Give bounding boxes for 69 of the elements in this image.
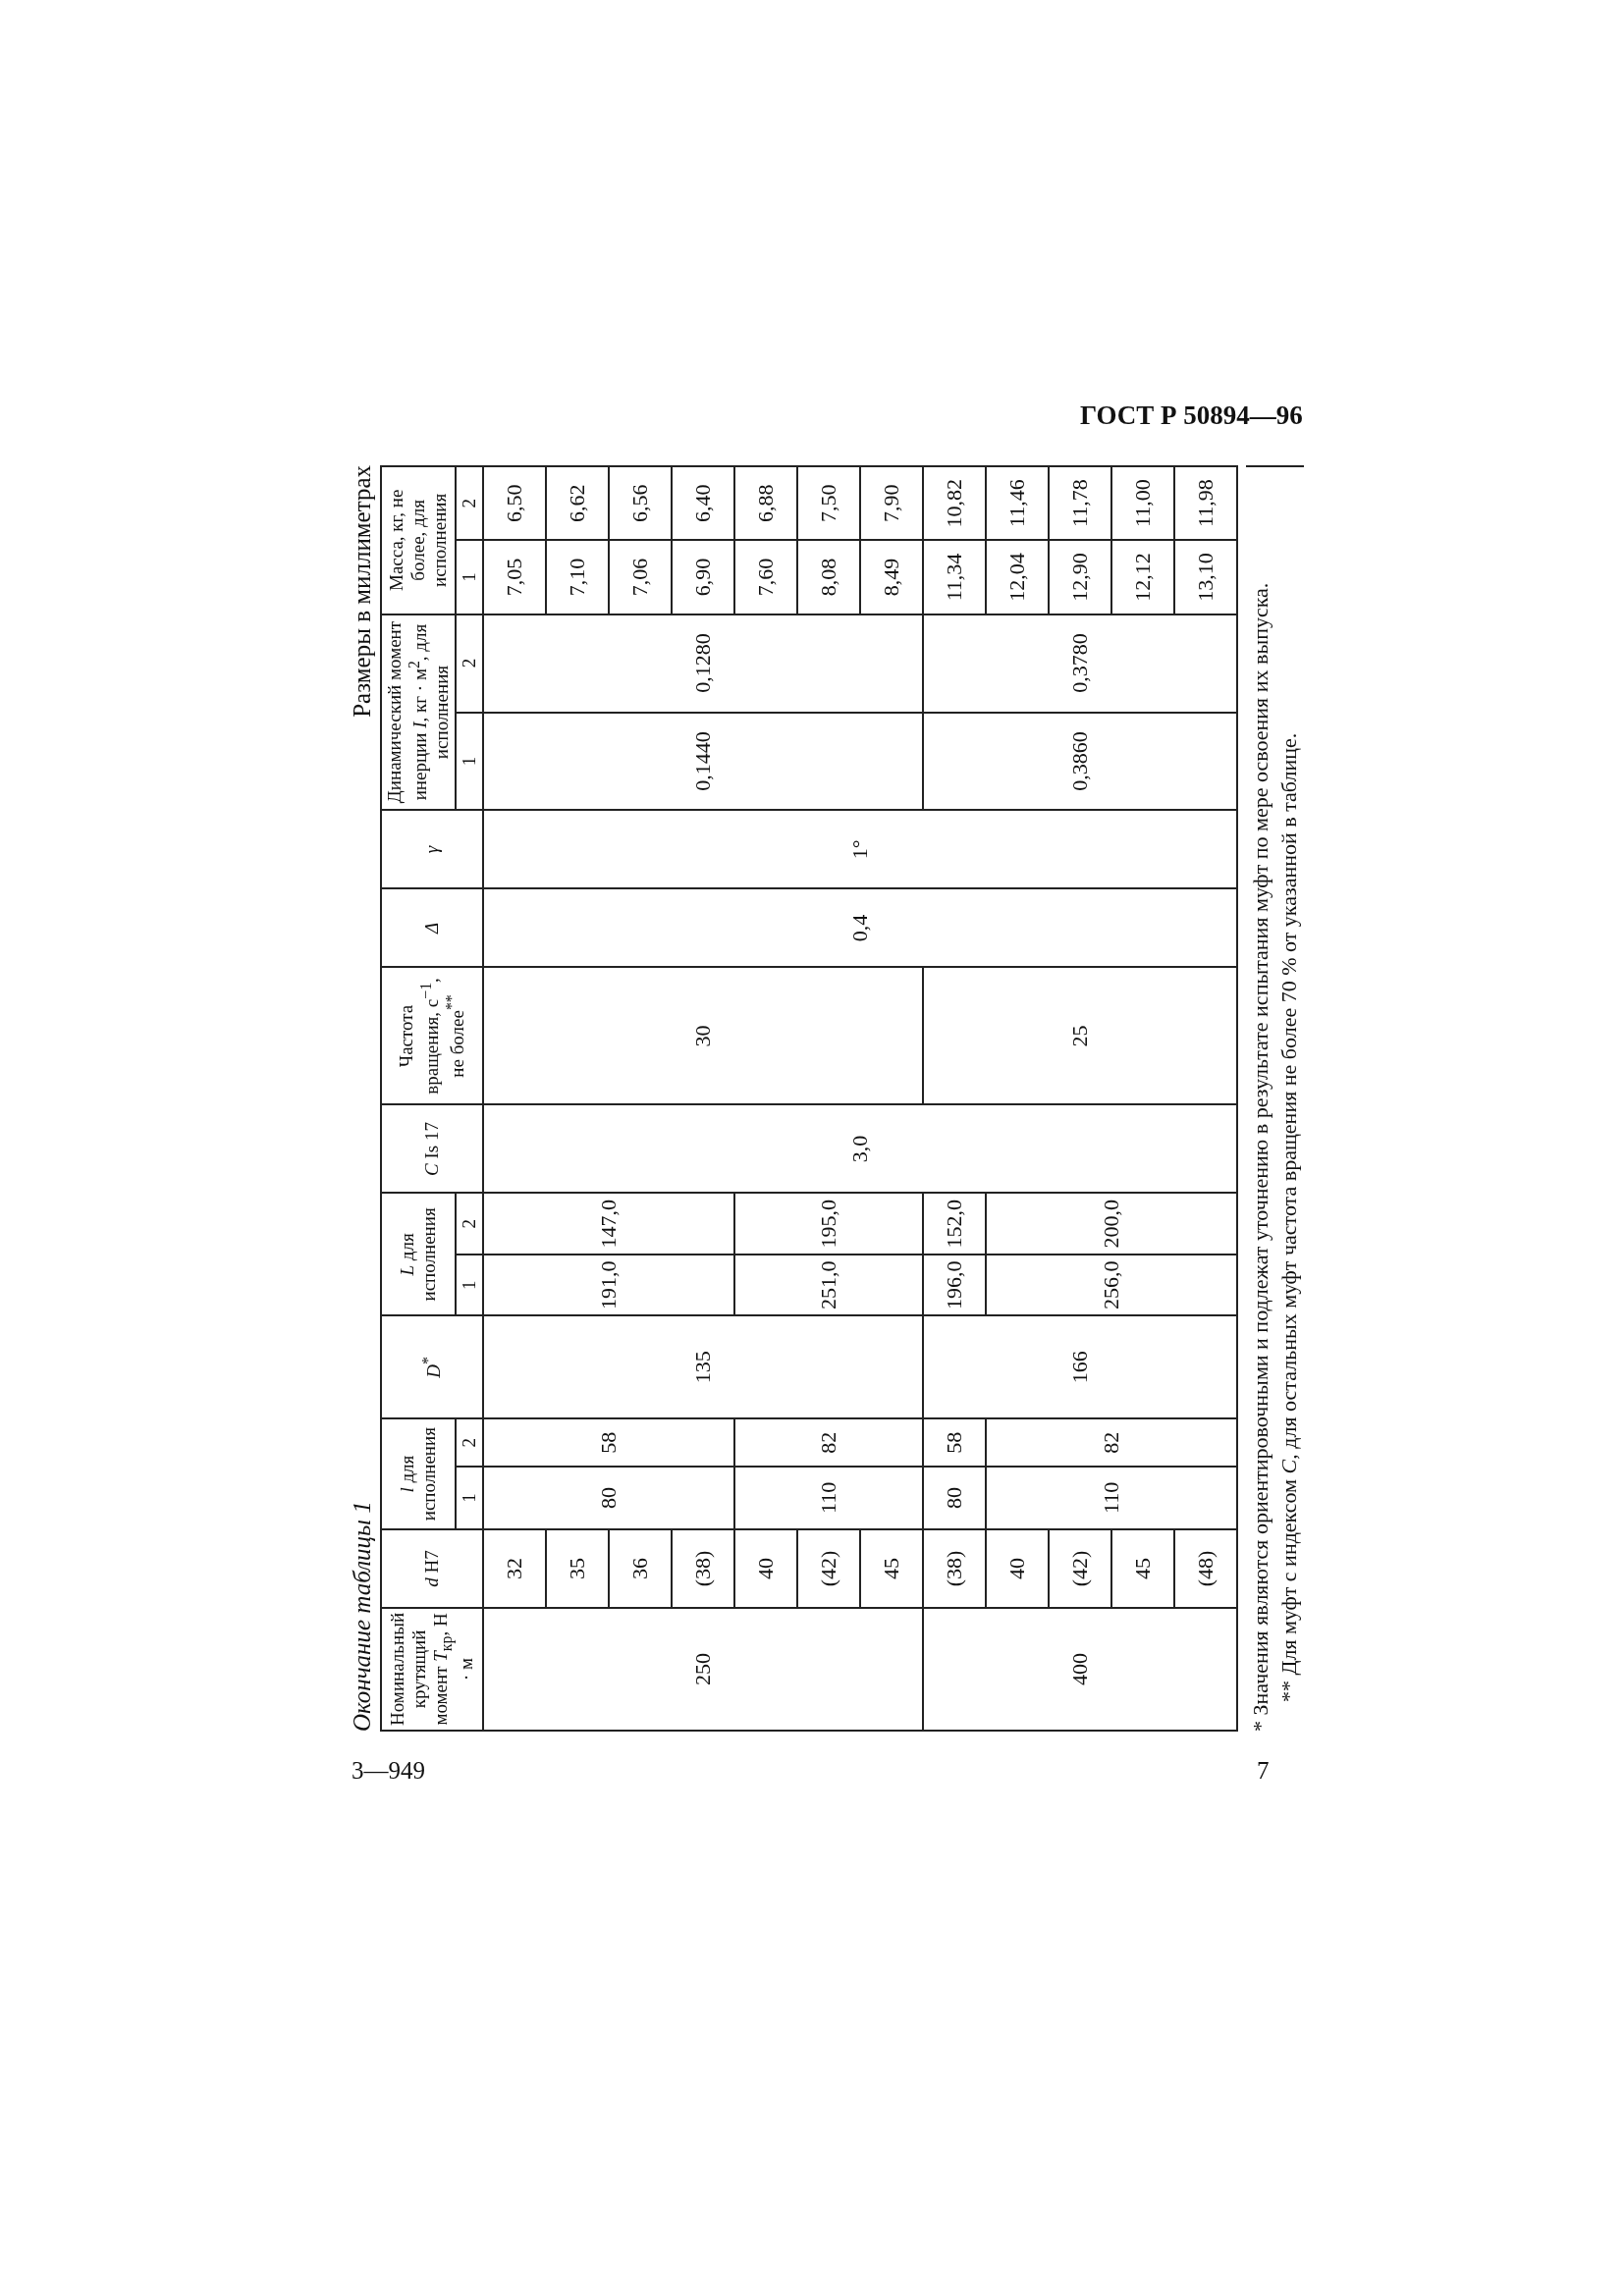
table-value: 11,98 bbox=[1173, 466, 1237, 541]
table-value: 0,4 bbox=[482, 888, 1237, 968]
footnote: * Значения являются ориентировочными и подлежат уточнению в результате испытания муфт по мере освоения их выпуска. bbox=[1246, 581, 1273, 1732]
table-value: 58 bbox=[482, 1418, 734, 1467]
table-value: 10,82 bbox=[922, 466, 986, 541]
column-header: 1 bbox=[455, 1466, 483, 1529]
table-value: 7,06 bbox=[608, 540, 672, 614]
column-header: 2 bbox=[455, 466, 483, 541]
table-value: 30 bbox=[482, 967, 923, 1105]
column-header: 1 bbox=[455, 540, 483, 614]
table-value: 7,60 bbox=[733, 540, 797, 614]
column-header: 1 bbox=[455, 1254, 483, 1316]
column-header: Масса, кг, не более, для исполнения bbox=[381, 466, 456, 614]
table-value: 166 bbox=[922, 1315, 1237, 1419]
table-value: 11,00 bbox=[1110, 466, 1174, 541]
table-value: 7,05 bbox=[482, 540, 546, 614]
table-value: 13,10 bbox=[1173, 540, 1237, 614]
column-header: 1 bbox=[455, 712, 483, 811]
table-value: 6,40 bbox=[671, 466, 734, 541]
table-value: 196,0 bbox=[922, 1254, 986, 1316]
page-number: 7 bbox=[1257, 1757, 1270, 1785]
table-value: 0,1440 bbox=[482, 712, 923, 811]
table-value: 400 bbox=[922, 1607, 1237, 1731]
table-value: 80 bbox=[922, 1466, 986, 1529]
table-value: 6,88 bbox=[733, 466, 797, 541]
table-value: 12,04 bbox=[985, 540, 1049, 614]
table-value: 6,62 bbox=[545, 466, 609, 541]
table-value: 256,0 bbox=[985, 1254, 1237, 1316]
table-value: 0,3780 bbox=[922, 614, 1237, 713]
table-value: 11,78 bbox=[1048, 466, 1111, 541]
table-value: 6,56 bbox=[608, 466, 672, 541]
table-value: 12,90 bbox=[1048, 540, 1111, 614]
table-value: 11,34 bbox=[922, 540, 986, 614]
column-header: d H7 bbox=[381, 1528, 483, 1608]
table-value: 80 bbox=[482, 1466, 734, 1529]
table-value: 7,10 bbox=[545, 540, 609, 614]
table-value: 6,90 bbox=[671, 540, 734, 614]
column-header: γ bbox=[381, 810, 483, 889]
table-value: 32 bbox=[482, 1528, 546, 1608]
table-value: 110 bbox=[985, 1466, 1237, 1529]
table-value: 8,49 bbox=[859, 540, 923, 614]
document-code: ГОСТ Р 50894—96 bbox=[1080, 400, 1303, 431]
table-value: 3,0 bbox=[482, 1104, 1237, 1194]
table-value: 11,46 bbox=[985, 466, 1049, 541]
footnote: ** Для муфт с индексом C, для остальных муфт частота вращения не более 70 % от указанной в таблице. bbox=[1275, 731, 1303, 1704]
table-value: 191,0 bbox=[482, 1254, 734, 1316]
table-value: 12,12 bbox=[1110, 540, 1174, 614]
table-value: 0,1280 bbox=[482, 614, 923, 713]
table-value: 58 bbox=[922, 1418, 986, 1467]
table-value: 8,08 bbox=[796, 540, 860, 614]
table-continuation-title: Окончание таблицы 1 bbox=[349, 1501, 376, 1732]
table-value: 6,50 bbox=[482, 466, 546, 541]
column-header: Δ bbox=[381, 888, 483, 968]
column-header: C Is 17 bbox=[381, 1104, 483, 1194]
table-value: 40 bbox=[733, 1528, 797, 1608]
table-value: 0,3860 bbox=[922, 712, 1237, 811]
table-value: 250 bbox=[482, 1607, 923, 1731]
units-note: Размеры в миллиметрах bbox=[349, 465, 376, 718]
table-value: (38) bbox=[922, 1528, 986, 1608]
table-value: 147,0 bbox=[482, 1193, 734, 1255]
table-value: 1° bbox=[482, 810, 1237, 889]
column-header: 2 bbox=[455, 614, 483, 713]
table-value: 40 bbox=[985, 1528, 1049, 1608]
table-value: 135 bbox=[482, 1315, 923, 1419]
table-value: 7,50 bbox=[796, 466, 860, 541]
print-signature: 3—949 bbox=[352, 1757, 425, 1785]
table-value: 110 bbox=[733, 1466, 923, 1529]
table-value: 251,0 bbox=[733, 1254, 923, 1316]
table-value: 7,90 bbox=[859, 466, 923, 541]
